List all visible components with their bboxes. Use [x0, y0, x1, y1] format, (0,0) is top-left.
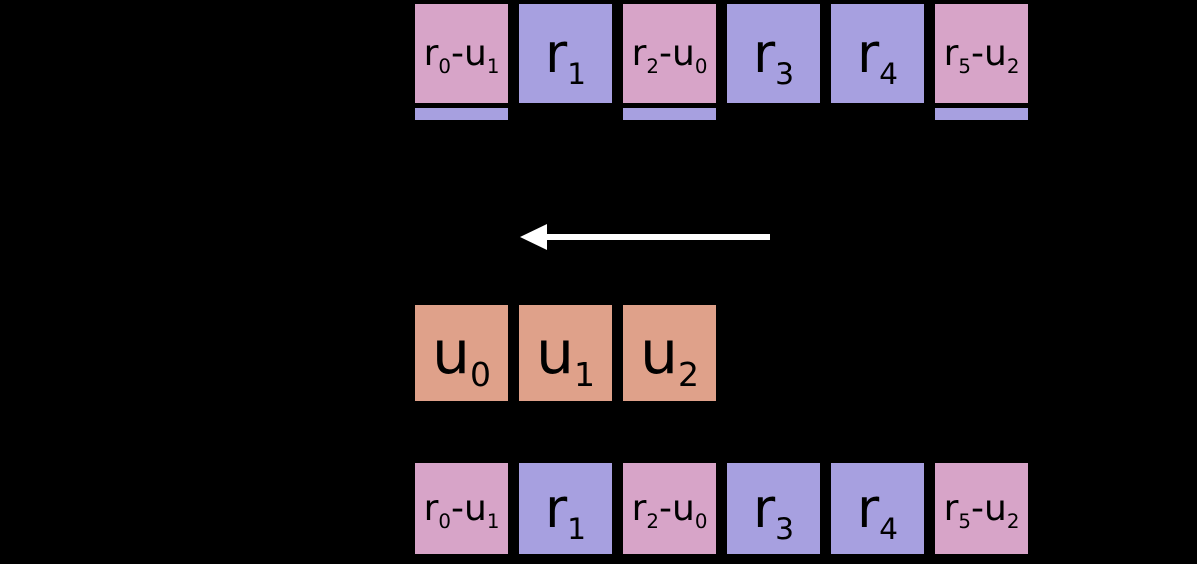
- merged-marker-bar: [415, 108, 508, 120]
- cell-r4: r4: [829, 461, 926, 556]
- left-arrow-icon: [520, 224, 770, 250]
- original-run-row: r0-u1 r1 r2-u0 r3 r4 r5-u2: [413, 461, 1030, 556]
- cell-label: r0-u1: [423, 488, 500, 534]
- cell-u1: u1: [517, 303, 614, 403]
- cell-r0-u1: r0-u1: [413, 461, 510, 556]
- cell-u2: u2: [621, 303, 718, 403]
- cell-label: u0: [431, 318, 492, 394]
- cell-label: r3: [752, 477, 795, 547]
- cell-label: r1: [544, 22, 587, 92]
- cell-r4: r4: [829, 2, 926, 105]
- merged-run-row: r0-u1 r1 r2-u0 r3 r4 r5-u2: [413, 2, 1030, 120]
- cell-r3: r3: [725, 2, 822, 105]
- merged-marker-bar: [935, 108, 1028, 120]
- cell-label: r5-u2: [943, 488, 1020, 534]
- cell-r2-u0: r2-u0: [621, 461, 718, 556]
- cell-r1: r1: [517, 461, 614, 556]
- cell-label: r1: [544, 477, 587, 547]
- cell-label: r4: [856, 477, 899, 547]
- cell-label: r0-u1: [423, 33, 500, 79]
- cell-label: u1: [535, 318, 596, 394]
- cell-label: u2: [639, 318, 700, 394]
- merged-marker-bar: [623, 108, 716, 120]
- cell-label: r5-u2: [943, 33, 1020, 79]
- cell-label: r4: [856, 22, 899, 92]
- cell-r3: r3: [725, 461, 822, 556]
- cell-r5-u2: r5-u2: [933, 2, 1030, 120]
- cell-r5-u2: r5-u2: [933, 461, 1030, 556]
- cell-u0: u0: [413, 303, 510, 403]
- cell-label: r2-u0: [631, 488, 708, 534]
- cell-r0-u1: r0-u1: [413, 2, 510, 120]
- cell-r1: r1: [517, 2, 614, 105]
- cell-label: r2-u0: [631, 33, 708, 79]
- pending-updates-row: u0 u1 u2: [413, 303, 718, 403]
- cell-r2-u0: r2-u0: [621, 2, 718, 120]
- cell-label: r3: [752, 22, 795, 92]
